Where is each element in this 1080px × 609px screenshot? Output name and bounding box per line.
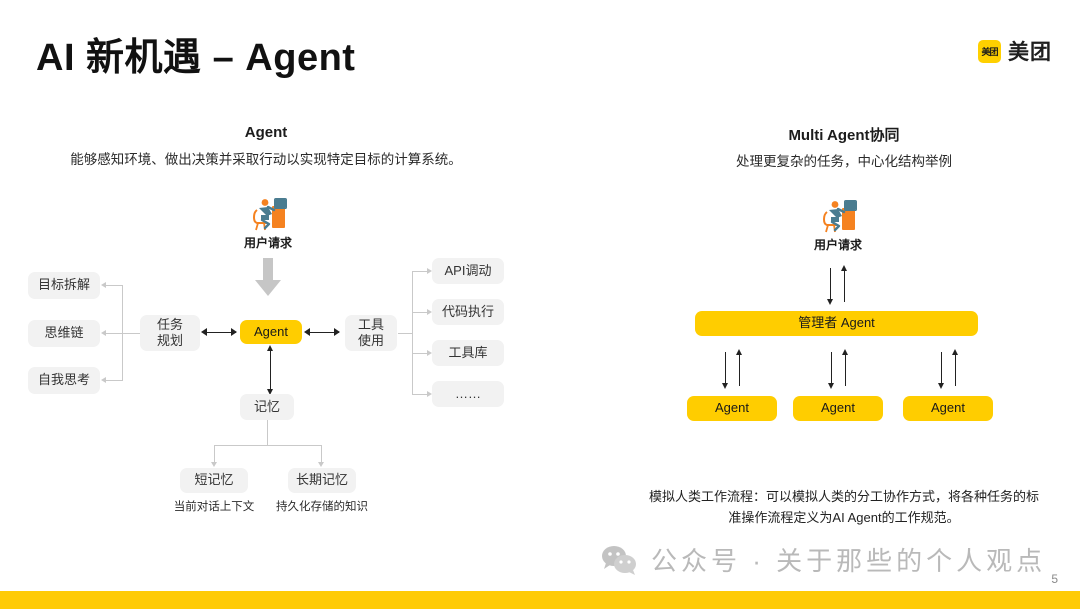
tool-item-code-exec[interactable]: 代码执行 xyxy=(432,299,504,325)
planning-branch-mid xyxy=(106,333,123,334)
manager-agent3-up-line xyxy=(955,352,957,386)
memory-arrow-right-icon xyxy=(317,462,324,467)
right-panel-heading: Multi Agent协同 xyxy=(788,127,900,144)
manager-agent2-up-line xyxy=(845,352,847,386)
watermark-text: 公众号 · 关于那些的个人观点 xyxy=(651,546,1047,576)
manager-agent2-arrow-down-icon xyxy=(827,383,834,389)
planning-bracket-vertical xyxy=(122,285,123,380)
brand-logo: 美团 美团 xyxy=(978,36,1052,66)
manager-agent1-arrow-down-icon xyxy=(721,383,728,389)
memory-short-term-caption: 当前对话上下文 xyxy=(173,501,255,513)
manager-agent1-up-line xyxy=(739,352,741,386)
person-at-desk-icon xyxy=(823,199,858,233)
agent-memory-arrow-up-icon xyxy=(266,345,273,351)
manager-agent-node[interactable]: 管理者 Agent xyxy=(695,311,978,336)
tools-bracket-to-tooluse xyxy=(398,333,413,334)
tools-arrow-2-icon xyxy=(427,309,432,315)
watermark: 公众号 · 关于那些的个人观点 xyxy=(600,541,1046,578)
memory-long-term-node[interactable]: 长期记忆 xyxy=(288,468,356,493)
memory-node[interactable]: 记忆 xyxy=(240,394,294,420)
agent-tools-connector xyxy=(309,332,339,334)
tool-item-toolbox[interactable]: 工具库 xyxy=(432,340,504,366)
left-panel-heading: Agent xyxy=(244,124,288,141)
memory-long-term-caption: 持久化存储的知识 xyxy=(276,501,368,513)
right-panel-subtitle: 处理更复杂的任务，中心化结构举例 xyxy=(736,154,952,169)
tools-bracket-vertical xyxy=(412,271,413,394)
tool-use-line1: 工具 xyxy=(357,316,384,332)
left-panel-subtitle: 能够感知环境、做出决策并采取行动以实现特定目标的计算系统。 xyxy=(70,152,462,167)
planning-arrow-bottom-icon xyxy=(101,377,106,383)
planning-input-self-reflection[interactable]: 自我思考 xyxy=(28,367,100,394)
planning-agent-arrow-right-icon xyxy=(231,328,237,336)
tools-branch-4 xyxy=(412,394,427,395)
memory-branch-right xyxy=(321,445,322,463)
meituan-logo-mark-icon: 美团 xyxy=(978,39,1001,63)
memory-short-term-node[interactable]: 短记忆 xyxy=(180,468,248,493)
manager-agent1-down-line xyxy=(725,352,727,386)
tool-item-api-call[interactable]: API调动 xyxy=(432,258,504,284)
planning-arrow-mid-icon xyxy=(101,330,106,336)
tools-branch-3 xyxy=(412,353,427,354)
tool-item-more[interactable]: …… xyxy=(432,381,504,407)
manager-agent1-arrow-up-icon xyxy=(735,349,742,355)
planning-input-goal-decomposition[interactable]: 目标拆解 xyxy=(28,272,100,299)
memory-crossbar xyxy=(214,445,321,446)
worker-agent-node-3[interactable]: Agent xyxy=(903,396,993,421)
planning-bracket-to-planning xyxy=(122,333,140,334)
manager-agent2-arrow-up-icon xyxy=(841,349,848,355)
user-manager-arrow-up-icon xyxy=(840,265,847,271)
task-planning-node[interactable]: 任务 规划 xyxy=(140,315,200,351)
planning-branch-top xyxy=(106,285,123,286)
flow-down-arrow-icon xyxy=(255,258,281,296)
agent-node[interactable]: Agent xyxy=(240,320,302,344)
planning-branch-bottom xyxy=(106,380,123,381)
tools-branch-1 xyxy=(412,271,427,272)
worker-agent-node-1[interactable]: Agent xyxy=(687,396,777,421)
worker-agent-node-2[interactable]: Agent xyxy=(793,396,883,421)
left-user-request-label: 用户请求 xyxy=(243,236,292,250)
brand-name: 美团 xyxy=(1008,41,1052,64)
agent-tools-arrow-right-icon xyxy=(334,328,340,336)
bottom-accent-bar xyxy=(0,591,1080,609)
person-at-desk-icon xyxy=(253,197,288,231)
agent-memory-connector xyxy=(270,350,272,392)
manager-agent3-arrow-down-icon xyxy=(937,383,944,389)
page-title: AI 新机遇 – Agent xyxy=(36,37,356,79)
planning-arrow-top-icon xyxy=(101,282,106,288)
right-user-request-label: 用户请求 xyxy=(813,238,862,252)
tools-arrow-1-icon xyxy=(427,268,432,274)
tools-arrow-4-icon xyxy=(427,391,432,397)
tools-arrow-3-icon xyxy=(427,350,432,356)
agent-tools-arrow-left-icon xyxy=(304,328,310,336)
memory-trunk xyxy=(267,420,268,445)
manager-agent3-arrow-up-icon xyxy=(951,349,958,355)
planning-agent-arrow-left-icon xyxy=(201,328,207,336)
user-manager-down-line xyxy=(830,268,832,302)
wechat-icon xyxy=(602,545,636,575)
agent-memory-arrow-down-icon xyxy=(266,389,273,395)
tool-use-node[interactable]: 工具 使用 xyxy=(345,315,397,351)
memory-arrow-left-icon xyxy=(210,462,217,467)
tools-branch-2 xyxy=(412,312,427,313)
tool-use-line2: 使用 xyxy=(357,333,384,348)
task-planning-line2: 规划 xyxy=(156,333,183,348)
planning-agent-connector xyxy=(206,332,236,334)
user-manager-up-line xyxy=(844,268,846,302)
page-number: 5 xyxy=(1051,572,1058,586)
task-planning-line1: 任务 xyxy=(156,316,183,332)
manager-agent3-down-line xyxy=(941,352,943,386)
right-panel-note: 模拟人类工作流程：可以模拟人类的分工协作方式，将各种任务的标准操作流程定义为AI… xyxy=(648,489,1039,525)
planning-input-chain-of-thought[interactable]: 思维链 xyxy=(28,320,100,347)
memory-branch-left xyxy=(214,445,215,463)
user-manager-arrow-down-icon xyxy=(826,299,833,305)
manager-agent2-down-line xyxy=(831,352,833,386)
